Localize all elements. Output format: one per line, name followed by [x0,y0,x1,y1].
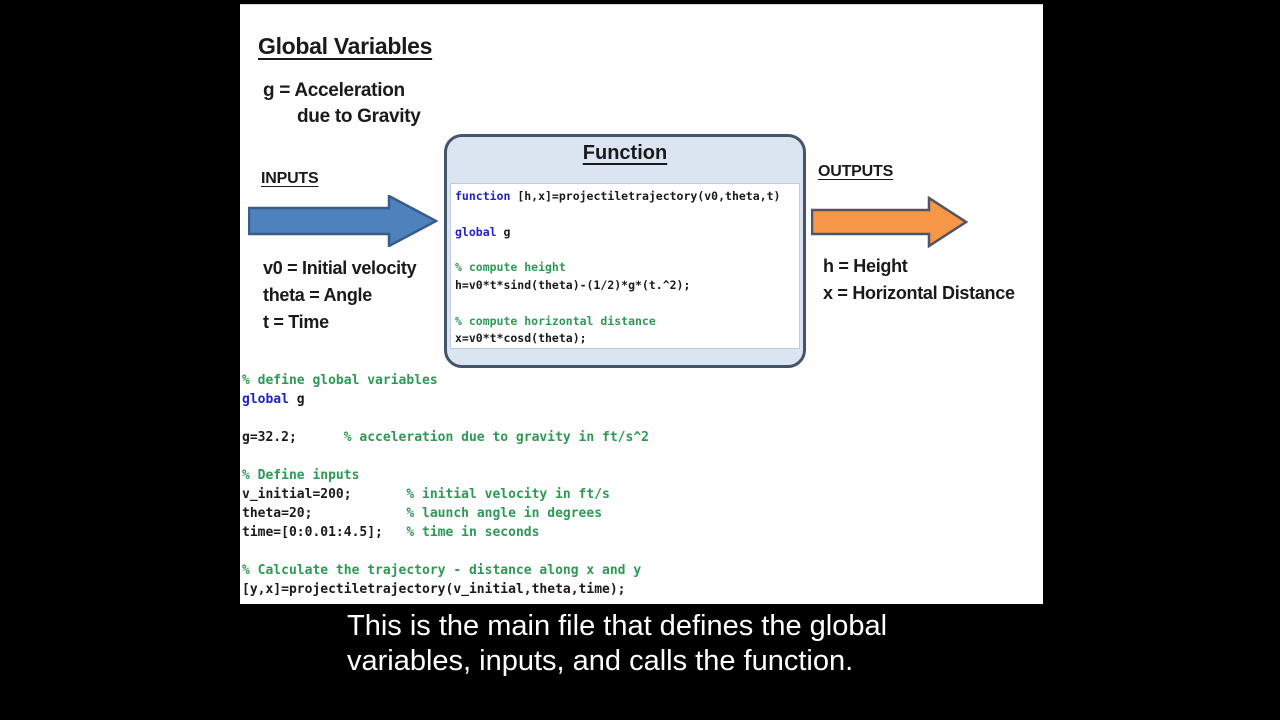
function-box: Function function [h,x]=projectiletrajec… [444,134,806,368]
caption-line2: variables, inputs, and calls the functio… [347,645,854,677]
input-item-v0: v0 = Initial velocity [263,258,417,278]
inputs-arrow-icon [248,195,438,247]
function-code: function [h,x]=projectiletrajectory(v0,t… [455,189,781,346]
outputs-arrow-icon [811,196,968,248]
function-box-title: Function [582,142,668,164]
inputs-arrow-shape [248,195,438,247]
function-code-panel: function [h,x]=projectiletrajectory(v0,t… [450,183,800,349]
caption-line1: This is the main file that defines the g… [347,610,888,642]
gravity-def-line2: due to Gravity [297,106,421,127]
gravity-def-line1: g = Acceleration [263,80,405,101]
outputs-label: OUTPUTS [818,163,894,180]
input-item-t: t = Time [263,312,329,332]
output-item-x: x = Horizontal Distance [823,283,1015,303]
inputs-list: v0 = Initial velocity theta = Angle t = … [263,255,417,336]
output-item-h: h = Height [823,256,908,276]
inputs-label: INPUTS [261,170,319,187]
global-variable-definition: g = Acceleration due to Gravity [263,78,421,130]
outputs-list: h = Height x = Horizontal Distance [823,253,1015,307]
input-item-theta: theta = Angle [263,285,372,305]
slide-content-area: Global Variables g = Acceleration due to… [240,4,1043,604]
outputs-arrow-shape [811,196,968,248]
subtitle-caption: This is the main file that defines the g… [347,609,887,679]
global-variables-title: Global Variables [258,33,433,59]
